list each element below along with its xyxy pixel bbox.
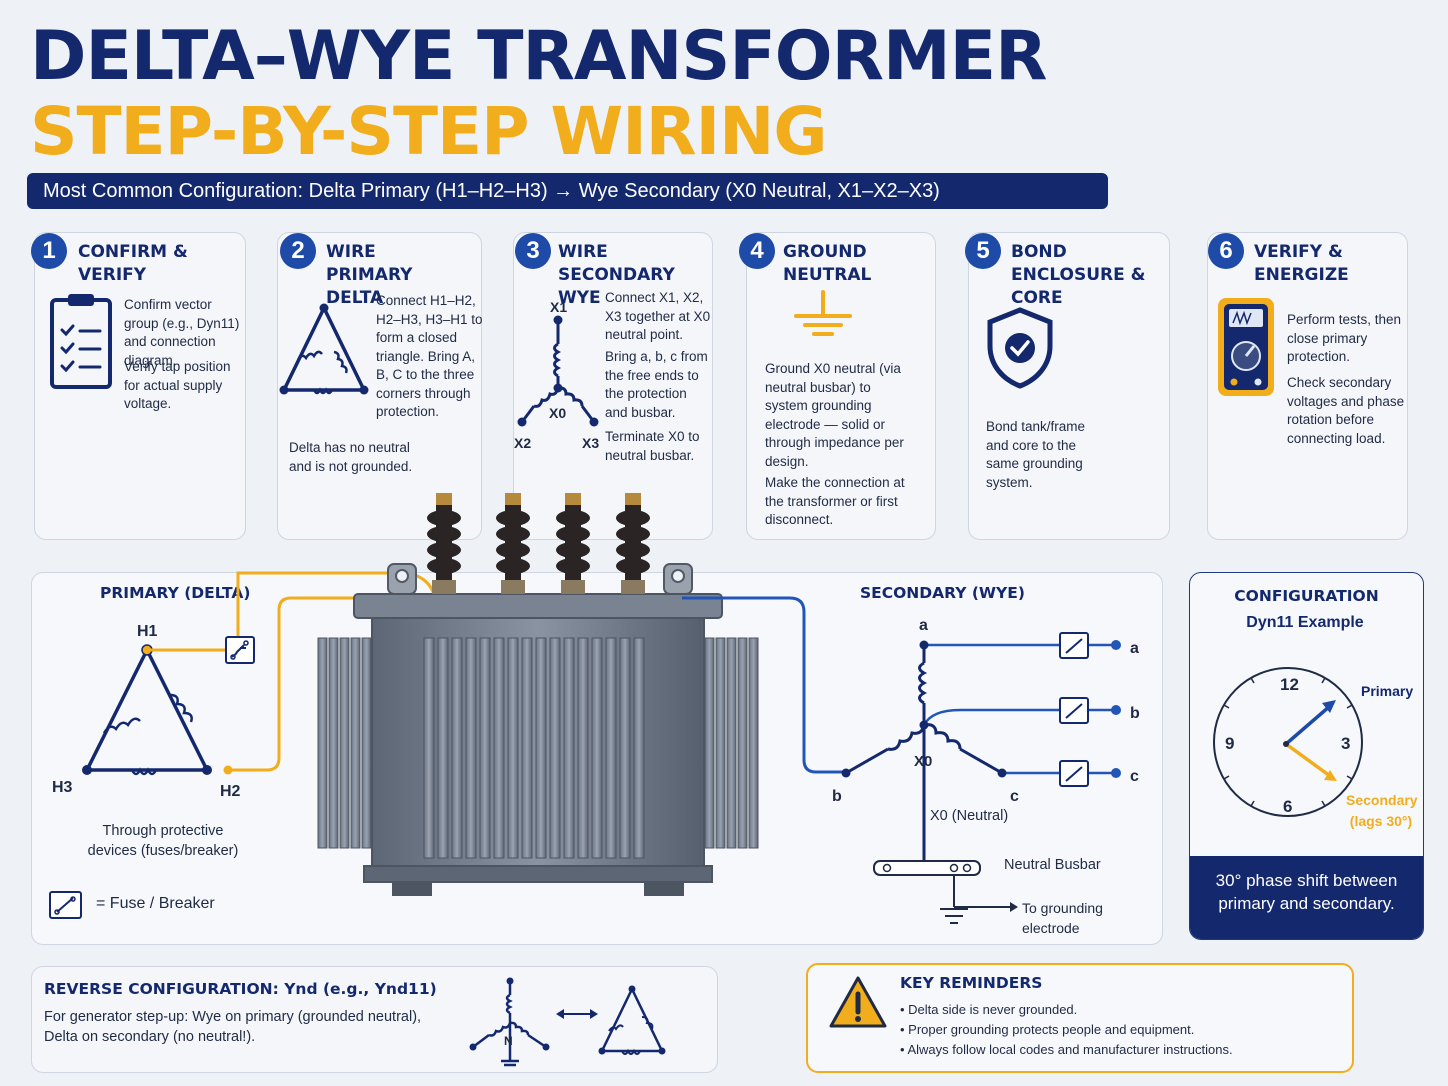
step-title-5: BOND ENCLOSURE & CORE xyxy=(1011,242,1146,308)
grounding-electrode-label: To grounding electrode xyxy=(1022,900,1103,936)
step-1-text-2: Verify tap position for actual supply vo… xyxy=(124,359,231,411)
secondary-wye-diagram: a b c X0 a b c X0 (Neutral) Neutral Busb… xyxy=(832,617,1140,924)
delta-triangle-icon xyxy=(279,303,369,395)
output-c-label: c xyxy=(1130,768,1139,785)
fuse-legend-icon xyxy=(49,891,82,919)
step-title-2: WIRE PRIMARY DELTA xyxy=(326,242,413,308)
reverse-config-title: REVERSE CONFIGURATION: Ynd (e.g., Ynd11) xyxy=(44,980,437,998)
configuration-title: CONFIGURATION xyxy=(1234,587,1379,605)
step-6-text-1: Perform tests, then close primary protec… xyxy=(1287,312,1402,364)
output-b-label: b xyxy=(1130,705,1140,722)
step-1-text-1: Confirm vector group (e.g., Dyn11) and c… xyxy=(124,297,240,368)
clock-12: 12 xyxy=(1280,675,1299,694)
warning-icon xyxy=(829,976,887,1028)
reminder-item: • Always follow local codes and manufact… xyxy=(900,1042,1233,1057)
output-a-label: a xyxy=(1130,640,1139,657)
multimeter-icon xyxy=(1218,298,1274,396)
clipboard-icon xyxy=(50,294,112,389)
sec-a-label: a xyxy=(919,617,928,634)
step-number-3: 3 xyxy=(515,233,551,269)
reverse-wye-delta-icon: N xyxy=(469,977,666,1067)
secondary-phasor-label: Secondary (lags 30°) xyxy=(1346,792,1418,829)
primary-delta-diagram: H1 H2 H3 xyxy=(52,623,241,800)
step-card-3 xyxy=(513,232,713,540)
x1-label: X1 xyxy=(550,299,567,315)
key-reminders-card xyxy=(806,963,1354,1073)
h3-label: H3 xyxy=(52,779,73,796)
reverse-n-label: N xyxy=(504,1034,513,1048)
key-reminders-title: KEY REMINDERS xyxy=(900,974,1043,992)
secondary-title: SECONDARY (WYE) xyxy=(860,584,1025,602)
step-6-text-2: Check secondary voltages and phase rotat… xyxy=(1287,375,1405,446)
clock-9: 9 xyxy=(1225,734,1234,753)
wye-star-icon: X1 X0 X2 X3 xyxy=(514,299,599,451)
step-number-5: 5 xyxy=(965,233,1001,269)
step-title-4: GROUND NEUTRAL xyxy=(783,242,872,285)
h1-label: H1 xyxy=(137,623,158,640)
reminder-item: • Delta side is never grounded. xyxy=(900,1002,1078,1017)
phase-shift-note: 30° phase shift between primary and seco… xyxy=(1215,871,1398,913)
neutral-busbar-label: Neutral Busbar xyxy=(1004,857,1101,873)
step-title-1: CONFIRM & VERIFY xyxy=(78,242,188,285)
reverse-config-card xyxy=(31,966,718,1073)
key-reminders-list: • Delta side is never grounded. • Proper… xyxy=(900,1000,1340,1060)
x3-label: X3 xyxy=(582,435,599,451)
x2-label: X2 xyxy=(514,435,531,451)
primary-protection-note: Through protective devices (fuses/breake… xyxy=(87,823,239,859)
configuration-banner: Most Common Configuration: Delta Primary… xyxy=(27,173,1108,209)
configuration-footer xyxy=(1190,856,1423,939)
page-title: DELTA–WYE TRANSFORMER xyxy=(30,17,1047,96)
reverse-config-text: For generator step-up: Wye on primary (g… xyxy=(44,1009,422,1045)
transformer-illustration xyxy=(317,493,759,896)
fuse-legend-text: = Fuse / Breaker xyxy=(96,895,215,912)
x0-label: X0 xyxy=(549,405,566,421)
configuration-example: Dyn11 Example xyxy=(1246,614,1364,631)
step-number-1: 1 xyxy=(31,233,67,269)
step-5-text-1: Bond tank/frame and core to the same gro… xyxy=(986,419,1086,490)
step-number-2: 2 xyxy=(280,233,316,269)
step-3-text-3: Terminate X0 to neutral busbar. xyxy=(605,429,700,463)
step-2-text-2: Delta has no neutral and is not grounded… xyxy=(289,440,413,474)
step-3-text-2: Bring a, b, c from the free ends to the … xyxy=(605,349,708,420)
step-title-6: VERIFY & ENERGIZE xyxy=(1254,242,1349,285)
primary-title: PRIMARY (DELTA) xyxy=(100,584,251,602)
neutral-label: X0 (Neutral) xyxy=(930,808,1008,824)
step-title-3: WIRE SECONDARY WYE xyxy=(558,242,675,308)
step-4-text-1: Ground X0 neutral (via neutral busbar) t… xyxy=(765,361,904,469)
reminder-item: • Proper grounding protects people and e… xyxy=(900,1022,1195,1037)
step-number-6: 6 xyxy=(1208,233,1244,269)
primary-phasor-label: Primary xyxy=(1361,683,1413,699)
step-card-4 xyxy=(746,232,936,540)
shield-check-icon xyxy=(987,307,1053,389)
step-2-text-1: Connect H1–H2, H2–H3, H3–H1 to form a cl… xyxy=(376,293,483,419)
step-card-5 xyxy=(968,232,1170,540)
sec-x0-label: X0 xyxy=(914,753,932,770)
clock-3: 3 xyxy=(1341,734,1350,753)
ground-icon xyxy=(794,290,852,336)
h2-label: H2 xyxy=(220,783,241,800)
clock-6: 6 xyxy=(1283,797,1292,816)
step-4-text-2: Make the connection at the transformer o… xyxy=(765,475,905,527)
sec-b-label: b xyxy=(832,788,842,805)
step-3-text-1: Connect X1, X2, X3 together at X0 neutra… xyxy=(605,290,711,342)
secondary-feed-wire xyxy=(682,596,846,774)
sec-c-label: c xyxy=(1010,788,1019,805)
step-number-4: 4 xyxy=(739,233,775,269)
step-card-2 xyxy=(277,232,482,540)
page-subtitle: STEP-BY-STEP WIRING xyxy=(30,93,828,170)
phase-clock-diagram: 12 3 6 9 Primary xyxy=(1213,667,1413,817)
